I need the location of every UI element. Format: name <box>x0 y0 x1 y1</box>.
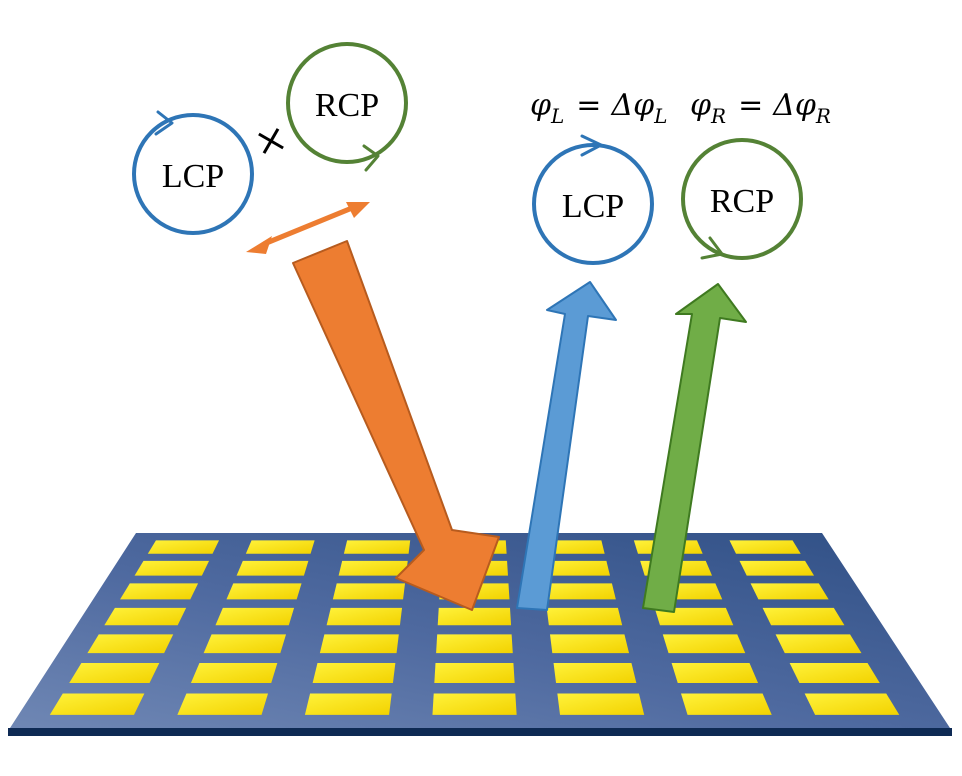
antenna-element <box>557 693 645 715</box>
antenna-element <box>87 634 174 654</box>
antenna-element <box>750 583 829 600</box>
antenna-element <box>203 634 287 654</box>
reflected-lcp-arrow <box>516 281 617 611</box>
reflected-lcp-label: LCP <box>562 188 624 225</box>
antenna-element <box>177 693 269 715</box>
incident-lcp-label: LCP <box>162 158 224 195</box>
phase-left-formula: φL=ΔφL <box>530 88 667 128</box>
antenna-element <box>432 693 517 715</box>
antenna-element <box>436 634 513 654</box>
incident-lcp-polarization: LCP <box>132 110 254 235</box>
arrowhead-icon <box>580 134 603 157</box>
antenna-element <box>338 560 408 576</box>
antenna-element <box>326 607 403 626</box>
antenna-element <box>546 607 623 626</box>
antenna-element <box>543 583 616 600</box>
antenna-element <box>236 560 309 576</box>
incident-rcp-label: RCP <box>315 87 379 124</box>
antenna-element <box>319 634 399 654</box>
antenna-element <box>104 607 187 626</box>
antenna-element <box>775 634 862 654</box>
antenna-element <box>540 560 611 576</box>
antenna-element <box>190 662 278 683</box>
antenna-element <box>434 662 515 683</box>
antenna-element <box>762 607 845 626</box>
reflected-rcp-polarization: RCP <box>681 138 803 260</box>
antenna-element <box>134 560 210 576</box>
antenna-element <box>437 607 512 626</box>
antenna-element <box>549 634 630 654</box>
polarization-double-arrow <box>246 202 370 254</box>
antenna-element <box>804 693 900 715</box>
arrowhead-icon <box>362 144 380 172</box>
incident-rcp-polarization: RCP <box>286 42 408 172</box>
antenna-element <box>662 634 746 654</box>
antenna-element <box>226 583 302 600</box>
antenna-element <box>69 662 160 683</box>
reflected-rcp-arrow <box>642 283 747 613</box>
antenna-element <box>49 693 145 715</box>
antenna-element <box>245 540 315 554</box>
antenna-element <box>332 583 406 600</box>
antenna-element <box>312 662 396 683</box>
incident-arrow <box>292 240 500 611</box>
reflected-rcp-label: RCP <box>710 183 774 220</box>
antenna-element <box>215 607 295 626</box>
arrowhead-icon <box>154 110 174 136</box>
antenna-element <box>671 662 759 683</box>
antenna-element <box>729 540 801 554</box>
phase-right-formula: φR=ΔφR <box>690 88 831 128</box>
reflected-lcp-polarization: LCP <box>532 134 654 265</box>
antenna-element <box>680 693 772 715</box>
antenna-element <box>304 693 392 715</box>
antenna-element <box>553 662 637 683</box>
antenna-element <box>343 540 411 554</box>
antenna-element <box>789 662 880 683</box>
combine-symbol <box>258 128 284 154</box>
antenna-element <box>739 560 815 576</box>
antenna-element <box>147 540 220 554</box>
arrowhead-icon <box>700 236 724 260</box>
antenna-element <box>120 583 199 600</box>
